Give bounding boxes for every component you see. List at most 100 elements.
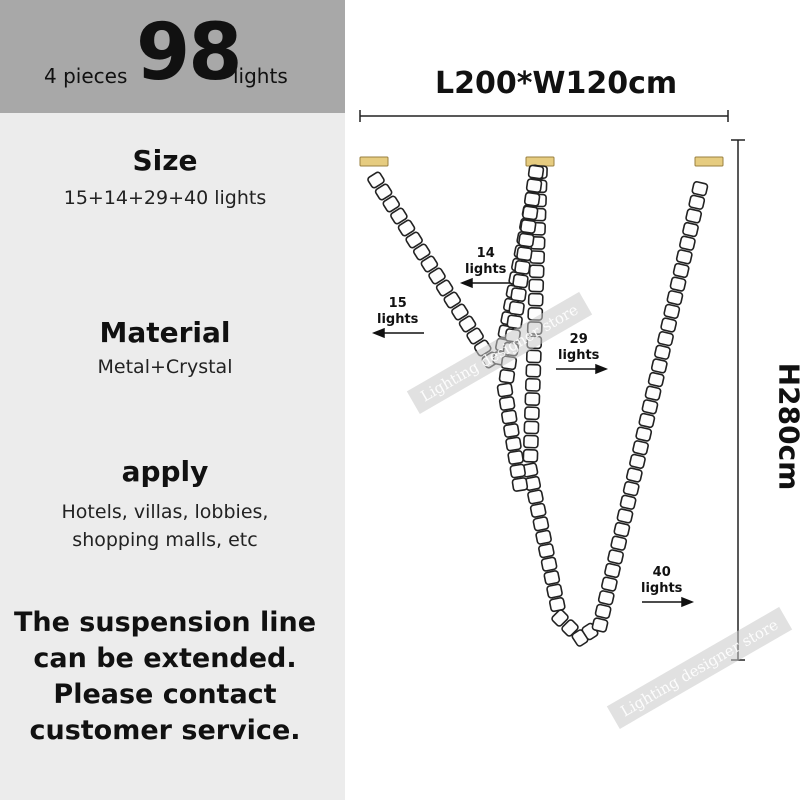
crystal-bead <box>691 181 709 197</box>
strand-label-14: 14 lights <box>465 246 506 278</box>
crystal-bead <box>525 178 543 193</box>
notice-line-2: can be extended. <box>33 643 297 674</box>
crystal-bead <box>509 463 526 479</box>
crystal-bead <box>514 260 531 275</box>
crystal-bead <box>543 570 561 586</box>
strand-label-40: 40 lights <box>641 565 682 597</box>
total-lights-number: 98 <box>136 8 243 98</box>
crystal-bead <box>466 327 484 345</box>
notice-line-3: Please contact <box>53 679 277 710</box>
crystal-bead <box>540 556 558 572</box>
crystal-bead <box>551 609 569 627</box>
crystal-bead <box>374 183 393 201</box>
strand-unit: lights <box>641 581 683 596</box>
crystal-bead <box>647 371 665 388</box>
crystal-bead <box>516 246 533 262</box>
crystal-bead <box>525 349 542 364</box>
crystal-bead <box>546 583 563 599</box>
crystal-bead <box>523 191 541 207</box>
crystal-bead <box>654 344 671 360</box>
crystal-bead <box>420 255 439 273</box>
apply-title: apply <box>121 455 209 488</box>
apply-line-1: Hotels, villas, lobbies, <box>61 501 269 523</box>
crystal-bead <box>657 331 674 347</box>
crystal-bead <box>600 576 618 592</box>
crystal-bead <box>397 219 416 237</box>
strand-count: 40 <box>652 565 671 580</box>
height-dimension-line <box>731 139 745 661</box>
crystal-bead <box>604 562 621 579</box>
strand-arrows <box>371 277 695 608</box>
crystal-bead <box>435 279 454 297</box>
crystal-bead <box>619 494 637 510</box>
strand-label-29: 29 lights <box>558 332 599 364</box>
crystal-bead <box>390 207 408 225</box>
crystal-bead <box>666 290 684 306</box>
crystal-bead <box>548 597 566 613</box>
crystal-bead <box>597 590 615 606</box>
crystal-bead <box>498 369 516 384</box>
strand-count: 15 <box>388 296 407 311</box>
crystal-bead <box>510 287 527 302</box>
crystal-bead <box>527 164 545 180</box>
crystal-bead <box>591 617 609 633</box>
material-value: Metal+Crystal <box>97 356 233 378</box>
crystal-bead <box>367 171 385 189</box>
crystal-bead <box>506 314 523 330</box>
crystal-bead <box>529 502 547 518</box>
crystal-bead <box>524 406 540 421</box>
crystal-bead <box>613 521 631 538</box>
notice-line-1: The suspension line <box>13 607 317 638</box>
crystal-bead <box>505 436 522 452</box>
crystal-bead <box>458 315 477 333</box>
crystal-bead <box>405 231 423 249</box>
crystal-bead <box>507 450 524 465</box>
size-title: Size <box>132 144 198 177</box>
strand-count: 14 <box>476 246 495 261</box>
crystal-bead <box>498 396 516 411</box>
crystal-bead <box>632 440 649 456</box>
crystal-bead <box>610 535 628 551</box>
crystal-bead <box>538 543 555 559</box>
crystal-bead <box>520 219 537 234</box>
crystal-bead <box>622 481 640 497</box>
crystal-bead <box>522 205 539 221</box>
crystal-bead <box>594 603 612 619</box>
crystal-bead <box>675 249 693 265</box>
crystal-bead <box>522 448 539 463</box>
crystal-bead <box>501 409 518 425</box>
crystal-bead <box>527 489 544 505</box>
crystal-bead <box>679 235 696 251</box>
strand-unit: lights <box>465 262 507 277</box>
crystal-bead <box>382 195 401 213</box>
crystal-bead <box>663 303 681 319</box>
crystal-bead <box>503 423 520 438</box>
crystal-bead <box>527 292 544 307</box>
left-info-panel <box>0 0 345 800</box>
crystal-bead <box>682 221 699 238</box>
crystal-bead <box>428 267 446 285</box>
header-bar: 4 pieces 98 lights <box>0 0 345 113</box>
crystal-bead <box>532 516 550 532</box>
crystal-bead <box>650 358 668 374</box>
material-title: Material <box>99 316 231 349</box>
strand-unit: lights <box>377 312 419 327</box>
crystal-bead <box>629 453 646 469</box>
crystal-bead <box>561 619 579 637</box>
width-dimension-line <box>359 110 729 122</box>
lights-label: lights <box>233 64 288 88</box>
crystal-bead <box>518 232 535 248</box>
crystal-bead <box>524 377 541 392</box>
crystal-bead <box>451 303 469 321</box>
notice-line-4: customer service. <box>29 715 301 746</box>
crystal-bead <box>525 363 542 378</box>
strand-unit: lights <box>558 348 600 363</box>
size-value: 15+14+29+40 lights <box>63 187 267 209</box>
crystal-bead <box>535 529 552 545</box>
suspension-notice: The suspension line can be extended. Ple… <box>0 605 330 749</box>
crystal-bead <box>688 194 706 210</box>
crystal-bead <box>669 276 687 292</box>
crystal-bead <box>524 392 541 406</box>
crystal-bead <box>496 382 514 398</box>
crystal-bead <box>523 420 540 435</box>
